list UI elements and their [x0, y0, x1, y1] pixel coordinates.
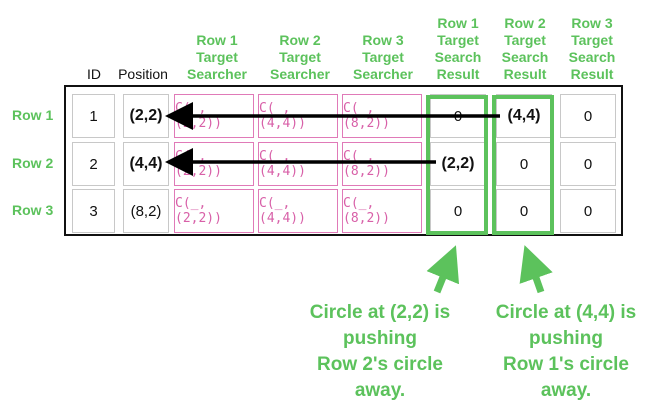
result-cell: (4,4): [496, 94, 552, 138]
id-cell: 1: [72, 94, 115, 138]
table-frame: [64, 85, 623, 236]
highlight-row2-result-column: [492, 95, 554, 235]
result-cell: 0: [560, 94, 616, 138]
searcher-cell: C(_,(4,4)): [258, 189, 338, 233]
searcher-cell: C(_,(2,2)): [174, 189, 254, 233]
position-cell: (2,2): [123, 94, 169, 138]
row-label-3: Row 3: [12, 202, 54, 218]
result-cell: (2,2): [430, 142, 486, 186]
position-cell: (4,4): [123, 142, 169, 186]
row-label-1: Row 1: [12, 107, 54, 123]
result-cell: 0: [496, 142, 552, 186]
searcher-cell: C(_,(8,2)): [342, 189, 422, 233]
row-label-2: Row 2: [12, 155, 54, 171]
id-cell: 2: [72, 142, 115, 186]
highlight-row1-result-column: [426, 95, 488, 235]
header-id: ID: [87, 66, 101, 82]
position-cell: (8,2): [123, 189, 169, 233]
searcher-cell: C(_,(4,4)): [258, 142, 338, 186]
green-arrow-right: [519, 245, 553, 294]
id-cell: 3: [72, 189, 115, 233]
green-arrow-left: [426, 245, 460, 294]
result-cell: 0: [560, 189, 616, 233]
searcher-cell: C(_,(8,2)): [342, 142, 422, 186]
header-position: Position: [118, 66, 168, 82]
result-cell: 0: [560, 142, 616, 186]
